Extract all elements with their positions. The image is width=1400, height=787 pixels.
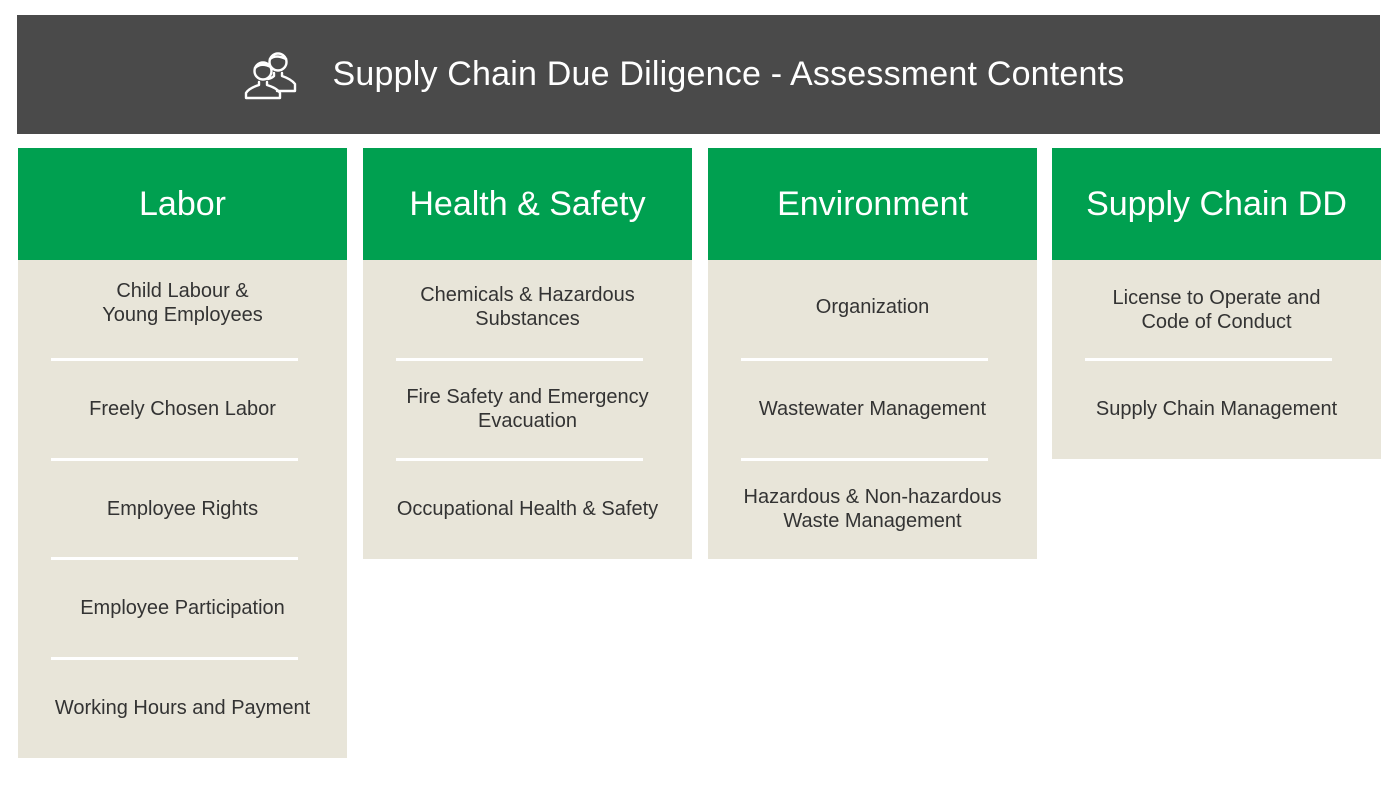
- category-header: Labor: [18, 148, 347, 260]
- category-item-label: Employee Rights: [106, 497, 259, 520]
- category-item-label: License to Operate and Code of Conduct: [1112, 286, 1321, 333]
- category-item: Organization: [708, 260, 1037, 360]
- category-header: Supply Chain DD: [1052, 148, 1381, 260]
- category-item: Chemicals & Hazardous Substances: [363, 260, 692, 360]
- category-item-label: Organization: [815, 295, 930, 318]
- category-item: Supply Chain Management: [1052, 358, 1381, 460]
- category-column-environment: Environment Organization Wastewater Mana…: [708, 148, 1037, 559]
- category-item-label: Wastewater Management: [758, 398, 987, 421]
- category-items: Child Labour & Young Employees Freely Ch…: [18, 260, 347, 758]
- category-item-label: Fire Safety and Emergency Evacuation: [406, 386, 649, 433]
- category-item: License to Operate and Code of Conduct: [1052, 260, 1381, 360]
- category-item: Freely Chosen Labor: [18, 358, 347, 460]
- category-items: Chemicals & Hazardous Substances Fire Sa…: [363, 260, 692, 559]
- category-item-label: Employee Participation: [80, 597, 285, 620]
- category-items: License to Operate and Code of Conduct S…: [1052, 260, 1381, 459]
- category-item: Child Labour & Young Employees: [18, 260, 347, 360]
- category-item: Occupational Health & Safety: [363, 457, 692, 559]
- category-item: Working Hours and Payment: [18, 656, 347, 758]
- category-header: Environment: [708, 148, 1037, 260]
- header-content: Supply Chain Due Diligence - Assessment …: [243, 47, 1125, 103]
- header-banner: Supply Chain Due Diligence - Assessment …: [17, 15, 1380, 134]
- category-item-label: Working Hours and Payment: [54, 696, 311, 719]
- category-items: Organization Wastewater Management Hazar…: [708, 260, 1037, 559]
- page-title: Supply Chain Due Diligence - Assessment …: [332, 55, 1125, 93]
- category-item: Fire Safety and Emergency Evacuation: [363, 358, 692, 460]
- category-item: Wastewater Management: [708, 358, 1037, 460]
- category-item: Employee Rights: [18, 457, 347, 559]
- category-item: Employee Participation: [18, 557, 347, 659]
- category-column-labor: Labor Child Labour & Young Employees Fre…: [18, 148, 347, 758]
- category-item-label: Hazardous & Non-hazardous Waste Manageme…: [743, 485, 1002, 532]
- category-item: Hazardous & Non-hazardous Waste Manageme…: [708, 457, 1037, 559]
- category-item-label: Freely Chosen Labor: [89, 398, 276, 421]
- category-header: Health & Safety: [363, 148, 692, 260]
- people-icon: [243, 47, 299, 103]
- category-item-label: Child Labour & Young Employees: [102, 279, 263, 326]
- category-item-label: Supply Chain Management: [1095, 398, 1338, 421]
- category-item-label: Chemicals & Hazardous Substances: [420, 283, 635, 330]
- category-column-supply-chain-dd: Supply Chain DD License to Operate and C…: [1052, 148, 1381, 459]
- category-column-health-safety: Health & Safety Chemicals & Hazardous Su…: [363, 148, 692, 559]
- category-item-label: Occupational Health & Safety: [396, 497, 659, 520]
